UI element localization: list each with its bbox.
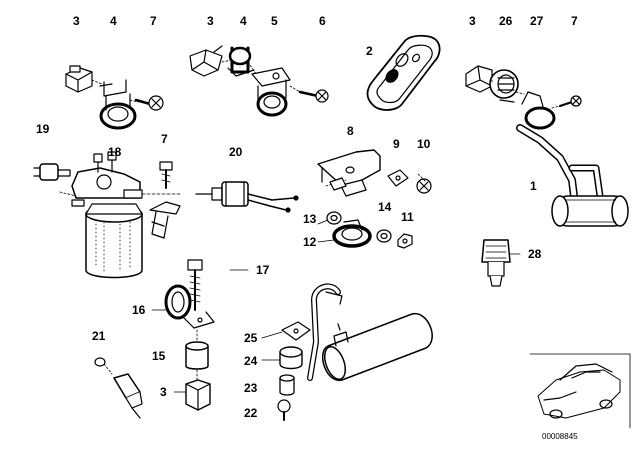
callout-3-top-middle: 3 [207, 14, 214, 28]
washer-14 [376, 229, 392, 243]
grommet-26 [489, 69, 519, 103]
callout-21: 21 [92, 329, 106, 343]
screw-7c [159, 161, 173, 189]
callout-1: 1 [530, 179, 537, 193]
callout-23: 23 [244, 381, 258, 395]
callout-7-top-left: 7 [150, 14, 157, 28]
screw-22 [277, 399, 291, 421]
dryer-receiver [85, 203, 143, 279]
clamp-4b [227, 46, 255, 77]
bolt-10 [416, 173, 432, 194]
callout-22: 22 [244, 406, 258, 420]
callout-26: 26 [499, 14, 513, 28]
sensor-21 [94, 357, 143, 419]
callout-7-left-middle: 7 [161, 132, 168, 146]
callout-7-top-right: 7 [571, 14, 578, 28]
pipe-assembly-1 [516, 124, 629, 227]
bushing-23 [279, 374, 295, 396]
plug-connector-3c [465, 65, 493, 93]
callout-12: 12 [303, 235, 317, 249]
car-inset [529, 353, 631, 429]
callout-28: 28 [528, 247, 542, 261]
callout-20: 20 [229, 145, 243, 159]
nut-11 [397, 233, 413, 249]
callout-13: 13 [303, 212, 317, 226]
clamp-12 [332, 219, 372, 248]
clamp-5 [251, 67, 291, 117]
screw-6 [298, 89, 329, 103]
nut-9 [387, 169, 409, 187]
callout-10: 10 [417, 137, 431, 151]
callout-14: 14 [378, 200, 392, 214]
callout-3-top-left: 3 [73, 14, 80, 28]
leaders-top-middle [221, 59, 301, 93]
pressure-switch-19 [33, 163, 71, 181]
callout-9: 9 [393, 137, 400, 151]
document-number: 00008845 [542, 432, 578, 441]
clamp-27 [521, 91, 556, 130]
clamp-16 [164, 284, 215, 329]
callout-3-top-right: 3 [469, 14, 476, 28]
plug-connector-3d [185, 379, 211, 411]
valve-fitting-28 [481, 239, 511, 287]
screw-17 [187, 259, 203, 311]
dryer-head-18 [59, 151, 143, 207]
bracket-clip [149, 201, 181, 239]
callout-25: 25 [244, 331, 258, 345]
callout-11: 11 [401, 210, 414, 224]
leaders-top-right [491, 79, 561, 109]
plug-connector-3a [65, 65, 93, 93]
callout-4-top-left: 4 [110, 14, 117, 28]
callout-4-top-middle: 4 [240, 14, 247, 28]
accumulator [322, 313, 433, 381]
callout-5: 5 [271, 14, 278, 28]
connector-cable-20 [141, 181, 299, 213]
leaders-lower-left [103, 329, 198, 381]
callout-18: 18 [108, 145, 122, 159]
screw-7a [134, 95, 164, 111]
callout-24: 24 [244, 354, 258, 368]
bracket-clamp-4a [99, 79, 137, 130]
screw-7b [558, 95, 582, 108]
plug-connector-3b [189, 45, 223, 77]
callout-leaders [151, 219, 521, 393]
callout-15: 15 [152, 349, 166, 363]
callout-3-bottom: 3 [160, 385, 167, 399]
bracket-25 [281, 321, 311, 341]
grommet-24 [279, 346, 303, 370]
callout-2: 2 [366, 44, 373, 58]
grommet-2 [366, 34, 441, 111]
callout-6: 6 [319, 14, 326, 28]
callout-8: 8 [347, 124, 354, 138]
callout-27: 27 [530, 14, 544, 28]
callout-16: 16 [132, 303, 146, 317]
bracket-8 [317, 149, 381, 197]
washer-13 [326, 211, 342, 225]
leaders-top-left [91, 79, 139, 103]
pipe-loop [307, 283, 343, 381]
spacer-15 [185, 341, 209, 370]
callout-19: 19 [36, 122, 50, 136]
callout-17: 17 [256, 263, 270, 277]
